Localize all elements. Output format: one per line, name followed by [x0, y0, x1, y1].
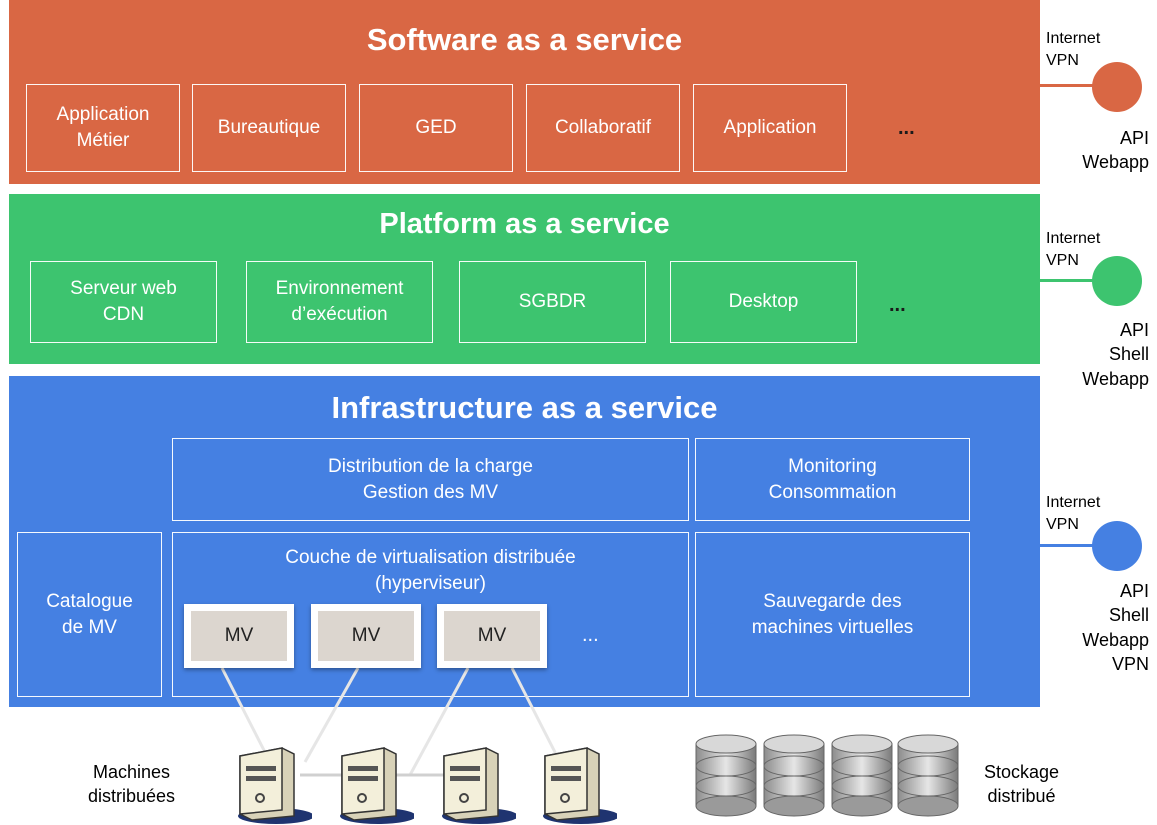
- paas-box-sgbdr: SGBDR: [459, 261, 646, 343]
- server-icon: [543, 747, 617, 824]
- mv-box-2: MV: [311, 604, 421, 668]
- mv-box-3: MV: [437, 604, 547, 668]
- mv-more: ...: [582, 624, 599, 646]
- paas-box-desktop: Desktop: [670, 261, 857, 343]
- paas-access-dot: [1092, 256, 1142, 306]
- server-icon: [442, 747, 516, 824]
- paas-interfaces-label: API Shell Webapp: [1082, 320, 1149, 389]
- saas-interfaces-label: API Webapp: [1082, 128, 1149, 173]
- paas-layer: Platform as a service Serveur web CDN En…: [9, 194, 1040, 364]
- saas-box-ged: GED: [359, 84, 513, 172]
- iaas-interfaces-label: API Shell Webapp VPN: [1082, 581, 1149, 674]
- iaas-box-monitoring: Monitoring Consommation: [695, 438, 970, 521]
- mv-label: MV: [318, 611, 414, 661]
- server-icon: [340, 747, 414, 824]
- mv-box-1: MV: [184, 604, 294, 668]
- disk-stack-icon: [695, 734, 959, 817]
- saas-box-application: Application: [693, 84, 847, 172]
- mv-label: MV: [444, 611, 540, 661]
- iaas-box-distribution: Distribution de la charge Gestion des MV: [172, 438, 689, 521]
- iaas-network-label: Internet VPN: [1046, 494, 1101, 533]
- saas-box-collaboratif: Collaboratif: [526, 84, 680, 172]
- iaas-box-virtualisation: Couche de virtualisation distribuée (hyp…: [172, 532, 689, 697]
- paas-more: ...: [889, 294, 906, 316]
- iaas-box-catalogue: Catalogue de MV: [17, 532, 162, 697]
- iaas-access-dot: [1092, 521, 1142, 571]
- machines-label: Machines distribuées: [88, 762, 176, 807]
- saas-box-bureautique: Bureautique: [192, 84, 346, 172]
- paas-network-label: Internet VPN: [1046, 230, 1101, 269]
- iaas-box-sauvegarde: Sauvegarde des machines virtuelles: [695, 532, 970, 697]
- iaas-connector-line: [1040, 544, 1100, 547]
- saas-access-dot: [1092, 62, 1142, 112]
- iaas-title: Infrastructure as a service: [331, 390, 718, 425]
- saas-connector-line: [1040, 84, 1100, 87]
- paas-box-serveur-web: Serveur web CDN: [30, 261, 217, 343]
- paas-box-environnement: Environnement d’exécution: [246, 261, 433, 343]
- server-icon: [238, 747, 312, 824]
- saas-network-label: Internet VPN: [1046, 30, 1101, 69]
- saas-layer: Software as a service Application Métier…: [9, 0, 1040, 184]
- paas-connector-line: [1040, 279, 1100, 282]
- paas-title: Platform as a service: [379, 208, 670, 240]
- iaas-virtualisation-label: Couche de virtualisation distribuée (hyp…: [285, 547, 576, 594]
- saas-title: Software as a service: [366, 22, 683, 57]
- storage-label: Stockage distribué: [984, 762, 1060, 807]
- mv-label: MV: [191, 611, 287, 661]
- saas-more: ...: [898, 117, 915, 139]
- saas-box-application-metier: Application Métier: [26, 84, 180, 172]
